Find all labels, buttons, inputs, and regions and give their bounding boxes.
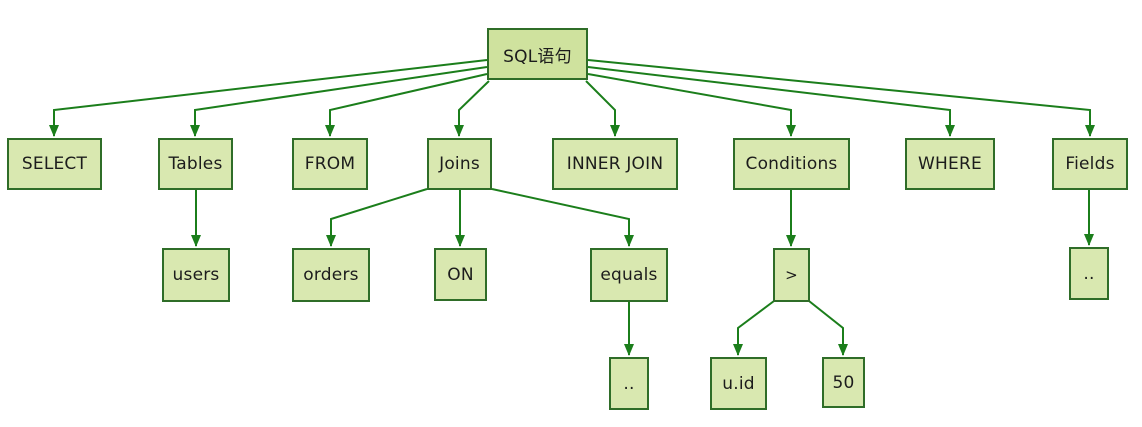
node-ellipsis-fields: .. [1069, 247, 1109, 300]
node-sql-statement: SQL语句 [487, 28, 588, 80]
node-fields: Fields [1052, 138, 1128, 190]
edge-joins-orders [326, 188, 428, 247]
node-equals: equals [590, 248, 668, 302]
node-on: ON [434, 248, 487, 301]
edge-root-innerjoin [585, 80, 620, 137]
edge-root-where [587, 66, 955, 137]
node-ellipsis-equals: .. [609, 357, 649, 410]
edge-root-tables [190, 66, 488, 137]
node-50: 50 [822, 357, 865, 408]
node-users: users [162, 248, 230, 302]
edge-joins-equals [491, 188, 634, 247]
node-conditions: Conditions [733, 138, 850, 190]
node-u-id: u.id [710, 357, 767, 410]
node-select: SELECT [7, 138, 102, 190]
node-joins: Joins [427, 138, 492, 190]
edge-root-joins [454, 80, 490, 137]
node-where: WHERE [905, 138, 995, 190]
edge-root-fields [587, 59, 1095, 137]
edge-root-from [325, 73, 488, 137]
edge-root-select [49, 59, 488, 137]
edge-gt-uid [733, 300, 775, 356]
node-greater-than: > [773, 248, 810, 302]
node-tables: Tables [158, 138, 233, 190]
node-inner-join: INNER JOIN [552, 138, 678, 190]
edge-root-conditions [587, 73, 796, 137]
edge-gt-50 [808, 300, 848, 356]
node-orders: orders [292, 248, 370, 302]
node-from: FROM [292, 138, 368, 190]
